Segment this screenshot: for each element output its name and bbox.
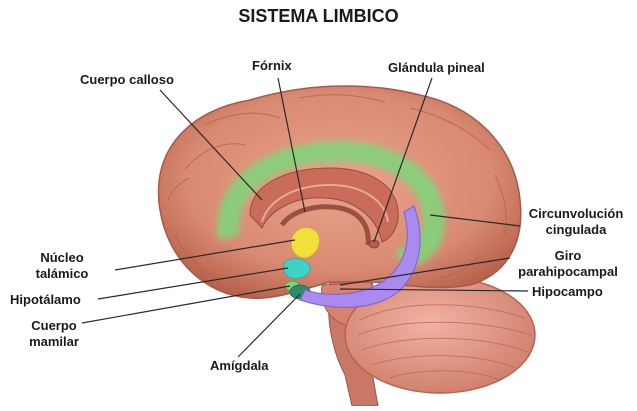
label-fornix: Fórnix <box>252 58 292 74</box>
label-hipotalamo: Hipotálamo <box>10 292 81 308</box>
label-amigdala: Amígdala <box>210 358 269 374</box>
label-cuerpo-mamilar: Cuerpo mamilar <box>14 318 94 350</box>
label-glandula-pineal: Glándula pineal <box>388 60 485 76</box>
leader-cuerpo-mamilar <box>82 286 290 323</box>
label-giro-parahipocampal: Giro parahipocampal <box>512 248 624 280</box>
label-hipocampo: Hipocampo <box>532 284 603 300</box>
label-cuerpo-calloso: Cuerpo calloso <box>80 72 174 88</box>
label-circunvolucion-cingulada: Circunvolución cingulada <box>520 206 632 238</box>
diagram-title: SISTEMA LIMBICO <box>0 6 637 27</box>
label-nucleo-talamico: Núcleo talámico <box>14 250 110 282</box>
leader-amigdala <box>238 294 300 357</box>
